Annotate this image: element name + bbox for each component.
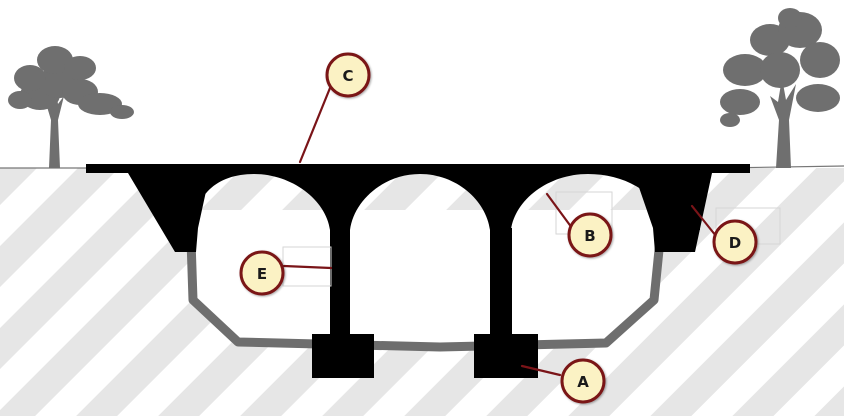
bridge-structure	[86, 164, 750, 378]
callout-label-a: A	[577, 373, 589, 391]
callout-b: B	[567, 212, 613, 258]
tree-left	[8, 46, 134, 168]
callout-a: A	[560, 358, 606, 404]
deck-slab	[86, 164, 750, 173]
footing-right	[474, 334, 538, 378]
tree-right	[720, 8, 840, 168]
callout-d: D	[712, 219, 758, 265]
leader-c	[298, 86, 332, 164]
callout-c: C	[325, 52, 371, 98]
foundation-line	[186, 239, 665, 352]
leader-b	[545, 192, 574, 230]
callout-label-b: B	[584, 227, 595, 245]
callout-label-e: E	[257, 265, 267, 283]
footing-left	[312, 334, 374, 378]
excavation-opening	[190, 210, 666, 348]
pier-right	[490, 228, 512, 336]
leader-lines	[282, 86, 718, 377]
callout-e: E	[239, 250, 285, 296]
abutment-left	[128, 173, 210, 252]
leader-e	[282, 264, 333, 270]
pier-left	[330, 228, 350, 336]
leader-d	[690, 204, 718, 238]
callout-label-d: D	[729, 234, 741, 252]
callout-label-c: C	[342, 67, 353, 85]
leader-a	[520, 364, 562, 377]
arch-body	[190, 173, 700, 230]
